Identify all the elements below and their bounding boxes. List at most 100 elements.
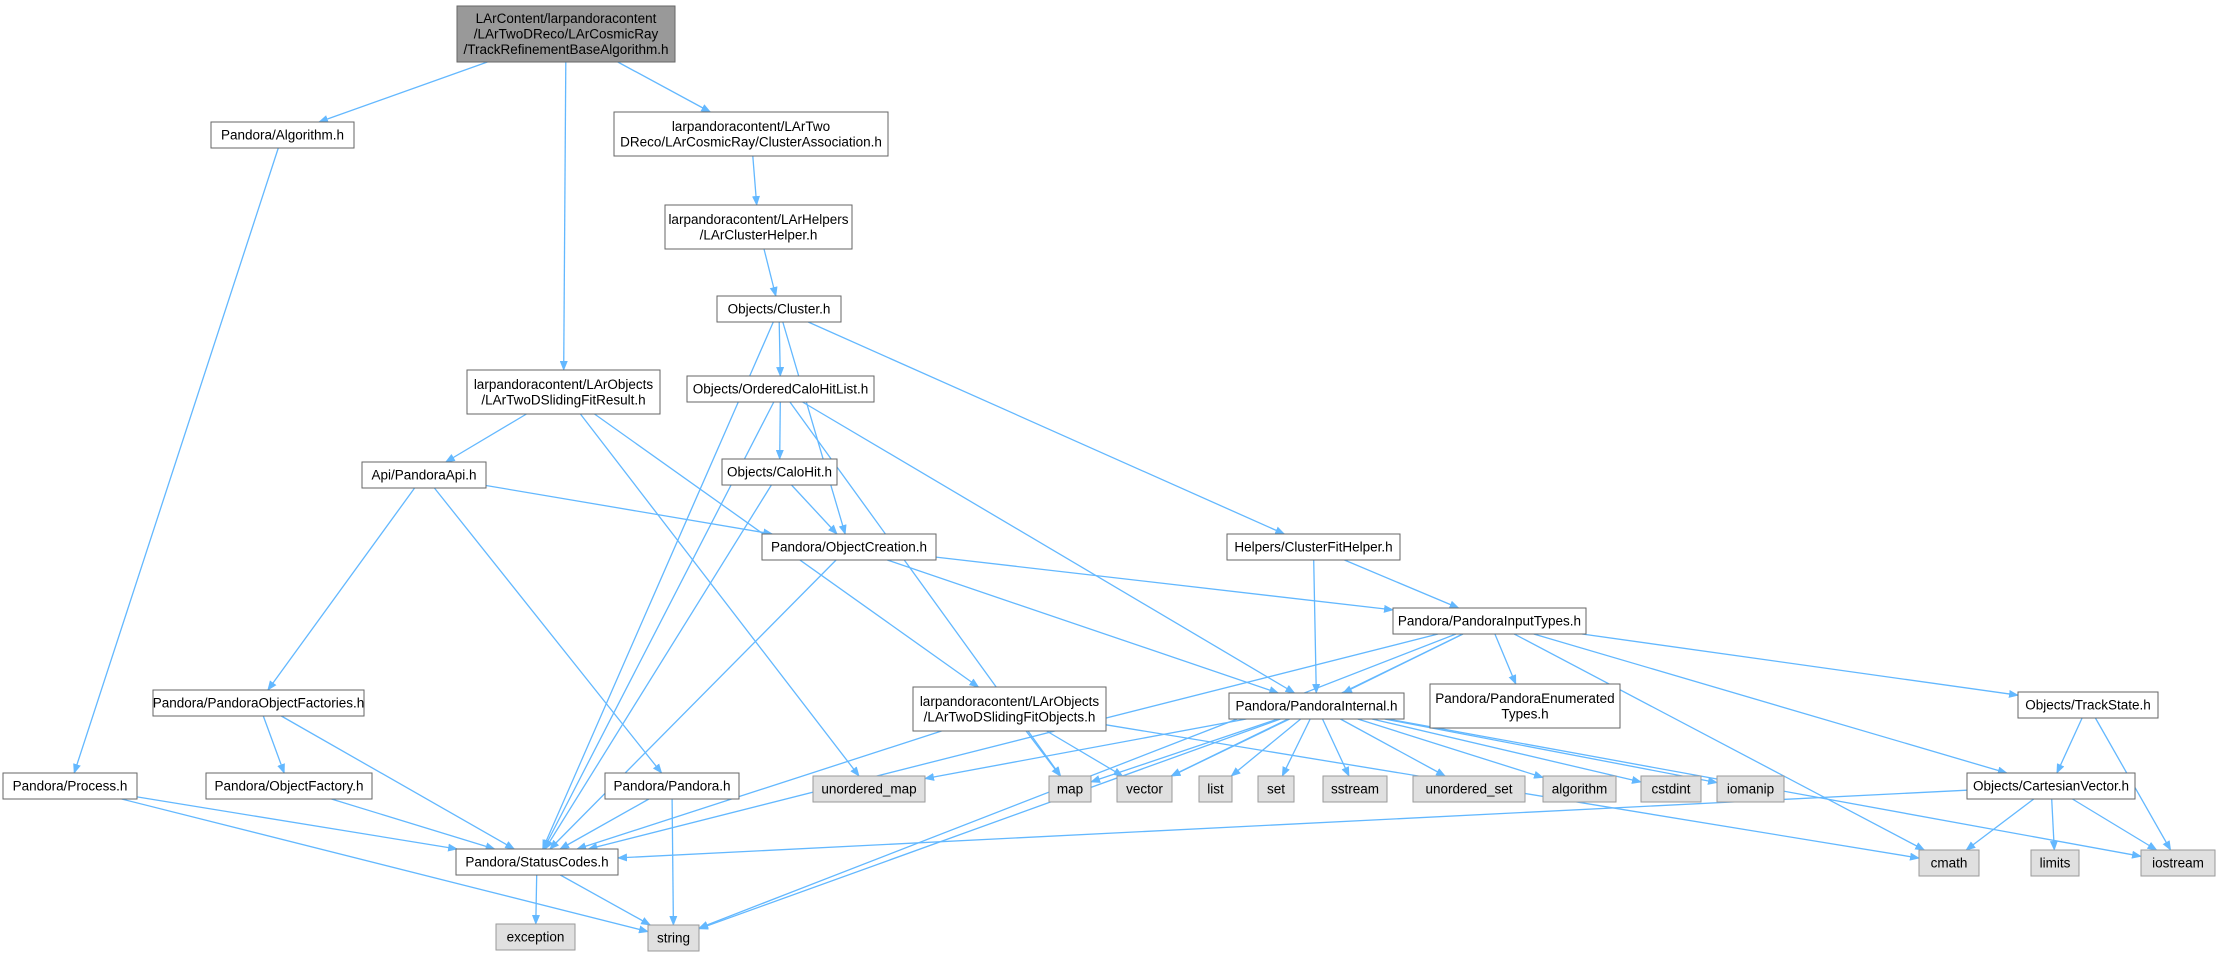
- node-label-limits: limits: [2040, 856, 2071, 871]
- node-inputtypes[interactable]: Pandora/PandoraInputTypes.h: [1392, 607, 1587, 635]
- edge-orderedcalohitlist-to-calohit: [775, 401, 784, 460]
- edge-objectfactories-to-objectfactory: [262, 715, 285, 774]
- node-iomanip: iomanip: [1716, 775, 1785, 803]
- node-label-iostream: iostream: [2152, 856, 2204, 871]
- edge-statuscodes-to-exception: [531, 874, 540, 925]
- edge-slidingfitobjects-to-vector: [1046, 730, 1124, 777]
- node-box-algorithm: [210, 121, 355, 149]
- node-cstdint: cstdint: [1640, 775, 1702, 803]
- node-box-calohit: [721, 458, 838, 486]
- edge-calohit-to-objectcreation: [791, 484, 838, 535]
- node-statuscodes[interactable]: Pandora/StatusCodes.h: [455, 848, 619, 876]
- node-label-slidingfitobjects: /LArTwoDSlidingFitObjects.h: [924, 709, 1096, 724]
- edge-pandorainternal-to-iomanip: [1384, 718, 1718, 785]
- node-pandorainternal[interactable]: Pandora/PandoraInternal.h: [1228, 692, 1405, 720]
- node-clusterassoc[interactable]: larpandoracontent/LArTwoDReco/LArCosmicR…: [613, 111, 889, 157]
- edge-algorithm-to-process: [73, 147, 279, 774]
- edge-slidingfitresult-to-pandoraapi: [444, 413, 527, 463]
- node-list: list: [1198, 775, 1233, 803]
- node-box-cstdint: [1640, 775, 1702, 803]
- node-label-clusterfithelper: Helpers/ClusterFitHelper.h: [1234, 540, 1392, 555]
- node-process[interactable]: Pandora/Process.h: [2, 772, 138, 800]
- node-root[interactable]: LArContent/larpandoracontent/LArTwoDReco…: [456, 5, 676, 63]
- edge-cluster-to-objectcreation: [782, 321, 847, 535]
- node-box-objectcreation: [761, 533, 937, 561]
- node-cluster[interactable]: Objects/Cluster.h: [716, 295, 842, 323]
- node-box-unordered_set: [1412, 775, 1526, 803]
- edge-cluster-to-clusterfithelper: [807, 321, 1286, 535]
- node-objectfactories[interactable]: Pandora/PandoraObjectFactories.h: [152, 689, 365, 717]
- edge-pandorainternal-to-map: [1090, 718, 1279, 783]
- edge-orderedcalohitlist-to-pandorainternal: [802, 401, 1296, 694]
- node-string: string: [647, 924, 700, 952]
- edge-slidingfitobjects-to-map: [1025, 730, 1061, 777]
- edge-pandorainternal-to-cstdint: [1371, 718, 1642, 784]
- node-label-objectfactory: Pandora/ObjectFactory.h: [214, 779, 363, 794]
- edge-objectfactory-to-statuscodes: [331, 798, 496, 851]
- edge-larclusterhelper-to-cluster: [763, 248, 778, 297]
- node-algorithm[interactable]: Pandora/Algorithm.h: [210, 121, 355, 149]
- node-label-trackstate: Objects/TrackState.h: [2025, 698, 2151, 713]
- edge-process-to-statuscodes: [136, 796, 459, 852]
- node-box-set: [1257, 775, 1295, 803]
- edge-pandora-to-string: [669, 798, 678, 926]
- node-box-cluster: [716, 295, 842, 323]
- node-label-clusterassoc: larpandoracontent/LArTwo: [672, 119, 830, 134]
- node-label-slidingfitresult: /LArTwoDSlidingFitResult.h: [481, 392, 645, 407]
- node-trackstate[interactable]: Objects/TrackState.h: [2017, 691, 2159, 719]
- node-label-enumeratedtypes: Pandora/PandoraEnumerated: [1435, 691, 1614, 706]
- node-label-exception: exception: [507, 930, 565, 945]
- node-pandora[interactable]: Pandora/Pandora.h: [604, 772, 740, 800]
- edge-cartesianvector-to-iostream: [2072, 798, 2158, 851]
- node-box-string: [647, 924, 700, 952]
- node-label-cartesianvector: Objects/CartesianVector.h: [1973, 779, 2129, 794]
- node-cartesianvector[interactable]: Objects/CartesianVector.h: [1966, 772, 2136, 800]
- node-calohit[interactable]: Objects/CaloHit.h: [721, 458, 838, 486]
- node-label-pandorainternal: Pandora/PandoraInternal.h: [1235, 699, 1397, 714]
- edge-root-to-algorithm: [318, 61, 488, 123]
- edge-objectcreation-to-inputtypes: [935, 556, 1394, 613]
- node-label-map: map: [1057, 782, 1083, 797]
- edge-pandorainternal-to-sstream: [1321, 718, 1350, 777]
- node-slidingfitresult[interactable]: larpandoracontent/LArObjects/LArTwoDSlid…: [466, 369, 661, 415]
- node-label-root: /LArTwoDReco/LArCosmicRay: [474, 27, 659, 42]
- edge-inputtypes-to-trackstate: [1582, 633, 2019, 698]
- node-cmath: cmath: [1918, 849, 1980, 877]
- node-algorithm_std: algorithm: [1542, 775, 1617, 803]
- node-label-list: list: [1207, 782, 1224, 797]
- node-limits: limits: [2030, 849, 2080, 877]
- node-label-string: string: [657, 931, 690, 946]
- node-box-algorithm_std: [1542, 775, 1617, 803]
- node-box-slidingfitobjects: [912, 686, 1107, 732]
- node-box-cartesianvector: [1966, 772, 2136, 800]
- edge-clusterfithelper-to-pandorainternal: [1312, 559, 1321, 694]
- node-box-pandora: [604, 772, 740, 800]
- edge-root-to-slidingfitresult: [559, 61, 568, 371]
- node-label-algorithm_std: algorithm: [1552, 782, 1608, 797]
- node-pandoraapi[interactable]: Api/PandoraApi.h: [361, 461, 487, 489]
- edge-pandoraapi-to-pandora: [433, 487, 663, 774]
- node-objectfactory[interactable]: Pandora/ObjectFactory.h: [205, 772, 373, 800]
- edge-slidingfitresult-to-unordered_map: [579, 413, 860, 777]
- node-vector: vector: [1116, 775, 1173, 803]
- node-label-algorithm: Pandora/Algorithm.h: [221, 128, 344, 143]
- node-objectcreation[interactable]: Pandora/ObjectCreation.h: [761, 533, 937, 561]
- node-slidingfitobjects[interactable]: larpandoracontent/LArObjects/LArTwoDSlid…: [912, 686, 1107, 732]
- edge-pandora-to-statuscodes: [559, 798, 650, 850]
- node-box-root: [456, 5, 676, 63]
- edge-cartesianvector-to-cmath: [1965, 798, 2035, 851]
- node-label-root: LArContent/larpandoracontent: [476, 11, 657, 26]
- edge-root-to-clusterassoc: [617, 61, 712, 113]
- node-unordered_map: unordered_map: [812, 775, 926, 803]
- node-larclusterhelper[interactable]: larpandoracontent/LArHelpers/LArClusterH…: [664, 204, 853, 250]
- node-label-cstdint: cstdint: [1651, 782, 1690, 797]
- edge-objectfactories-to-statuscodes: [280, 715, 516, 850]
- node-label-objectfactories: Pandora/PandoraObjectFactories.h: [153, 696, 365, 711]
- node-box-trackstate: [2017, 691, 2159, 719]
- node-label-vector: vector: [1126, 782, 1163, 797]
- node-orderedcalohitlist[interactable]: Objects/OrderedCaloHitList.h: [686, 375, 875, 403]
- node-clusterfithelper[interactable]: Helpers/ClusterFitHelper.h: [1226, 533, 1401, 561]
- node-label-unordered_map: unordered_map: [821, 782, 916, 797]
